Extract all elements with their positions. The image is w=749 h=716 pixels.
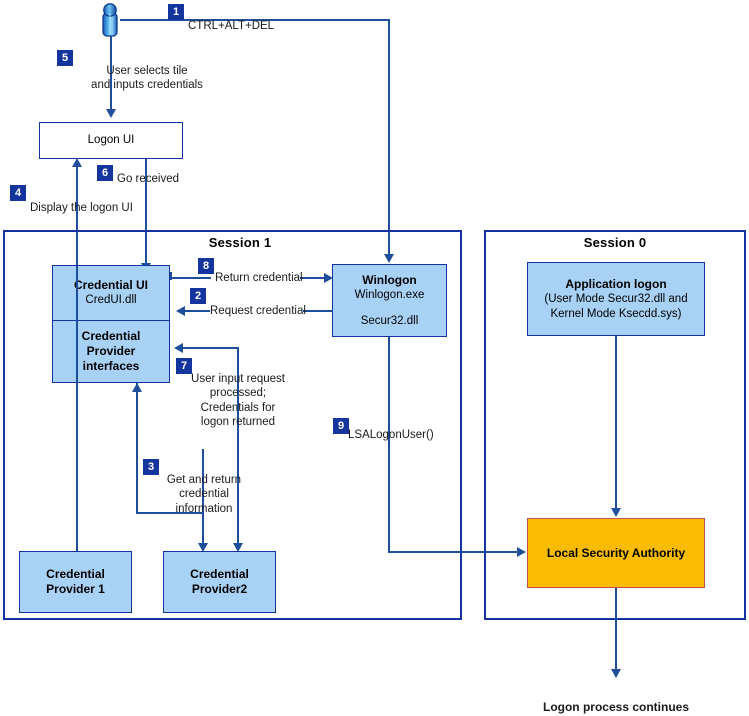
- line-credui-to-cp1: [76, 266, 78, 552]
- step-badge-4: 4: [10, 185, 26, 201]
- app-logon-subtitle: (User Mode Secur32.dll and: [544, 293, 688, 306]
- step-label-4: Display the logon UI: [30, 202, 133, 214]
- step-label-3: Get and return credential information: [166, 474, 242, 515]
- line-step7-h: [183, 347, 239, 349]
- box-credential-ui[interactable]: Credential UI CredUI.dll: [52, 265, 170, 321]
- line-step4: [76, 166, 78, 266]
- step-label-9: LSALogonUser(): [348, 429, 434, 441]
- line-step5: [110, 36, 112, 111]
- line-step3-h: [136, 512, 204, 514]
- step-label-5: User selects tile and inputs credentials: [91, 65, 203, 92]
- arrowhead-step3-down: [198, 543, 208, 552]
- box-credential-provider-interfaces[interactable]: Credential Provider interfaces: [52, 321, 170, 383]
- cp1-line-2: Provider 1: [46, 582, 105, 596]
- line-step2-b: [303, 310, 333, 312]
- step-label-8: Return credential: [215, 272, 303, 284]
- box-winlogon-subtitle2: Secur32.dll: [360, 315, 419, 327]
- session-1-title: Session 1: [208, 235, 272, 250]
- line-step3-v-up2: [136, 383, 138, 418]
- line-step1-to-winlogon: [388, 19, 390, 256]
- step-label-2: Request credential: [210, 305, 306, 317]
- box-credential-provider-1[interactable]: Credential Provider 1: [19, 551, 132, 613]
- app-logon-subtitle2: Kernel Mode Ksecdd.sys): [550, 307, 682, 320]
- arrowhead-step9: [517, 547, 526, 557]
- cp-interfaces-line-1: Credential: [81, 329, 141, 343]
- step-badge-9: 9: [333, 418, 349, 434]
- app-logon-title: Application logon: [565, 277, 667, 292]
- step-badge-6: 6: [97, 165, 113, 181]
- box-credential-ui-subtitle: CredUI.dll: [85, 294, 137, 307]
- step-badge-2: 2: [190, 288, 206, 304]
- step-label-6: Go received: [117, 173, 180, 185]
- line-step1-right: [285, 19, 389, 21]
- arrowhead-step5: [106, 109, 116, 118]
- cp2-line-1: Credential: [190, 567, 249, 581]
- step-badge-1: 1: [168, 4, 184, 20]
- arrowhead-step7: [174, 343, 183, 353]
- line-step7-tail: [237, 513, 239, 548]
- session-1-frame: [3, 230, 462, 620]
- line-step8-b: [300, 277, 328, 279]
- step-badge-7: 7: [176, 358, 192, 374]
- step-badge-3: 3: [143, 459, 159, 475]
- line-lsa-down: [615, 588, 617, 674]
- arrowhead-lsa-down: [611, 669, 621, 678]
- arrowhead-to-winlogon: [384, 254, 394, 263]
- line-step3-down: [202, 449, 204, 549]
- step-label-1: CTRL+ALT+DEL: [188, 20, 275, 32]
- box-local-security-authority[interactable]: Local Security Authority: [527, 518, 705, 588]
- arrowhead-step8: [324, 273, 333, 283]
- arrowhead-applogon-to-lsa: [611, 508, 621, 517]
- step-label-7: User input request processed; Credential…: [191, 373, 285, 429]
- line-step1-left: [120, 19, 285, 21]
- line-step9-v: [388, 337, 390, 552]
- logon-process-continues-label: Logon process continues: [542, 700, 689, 714]
- line-applogon-to-lsa: [615, 336, 617, 513]
- box-logon-ui[interactable]: Logon UI: [39, 122, 183, 159]
- lsa-title: Local Security Authority: [546, 545, 686, 560]
- cp-interfaces-line-2: Provider: [86, 344, 136, 358]
- arrowhead-step2: [176, 306, 185, 316]
- box-winlogon-subtitle: Winlogon.exe: [354, 288, 425, 301]
- box-credential-ui-title: Credential UI: [73, 278, 148, 293]
- line-step2-a: [185, 310, 210, 312]
- line-step9-h: [388, 551, 519, 553]
- box-winlogon[interactable]: Winlogon Winlogon.exe Secur32.dll: [332, 264, 447, 337]
- line-step8-stub: [170, 272, 172, 280]
- line-step7-v: [237, 347, 239, 513]
- box-credential-provider-2[interactable]: Credential Provider2: [163, 551, 276, 613]
- box-winlogon-title: Winlogon: [362, 272, 417, 287]
- cp-interfaces-line-3: interfaces: [82, 359, 140, 373]
- step-badge-5: 5: [57, 50, 73, 66]
- cp1-line-1: Credential: [46, 567, 105, 581]
- arrowhead-step4: [72, 158, 82, 167]
- session-0-title: Session 0: [583, 235, 647, 250]
- arrowhead-step7-cp2: [233, 543, 243, 552]
- box-application-logon[interactable]: Application logon (User Mode Secur32.dll…: [527, 262, 705, 336]
- box-logon-ui-title: Logon UI: [87, 134, 135, 147]
- line-step3-v-up: [136, 418, 138, 514]
- cp2-line-2: Provider2: [191, 582, 248, 596]
- line-step8-a: [170, 277, 211, 279]
- line-step6: [145, 159, 147, 265]
- user-figure-icon: [97, 2, 123, 45]
- step-badge-8: 8: [198, 258, 214, 274]
